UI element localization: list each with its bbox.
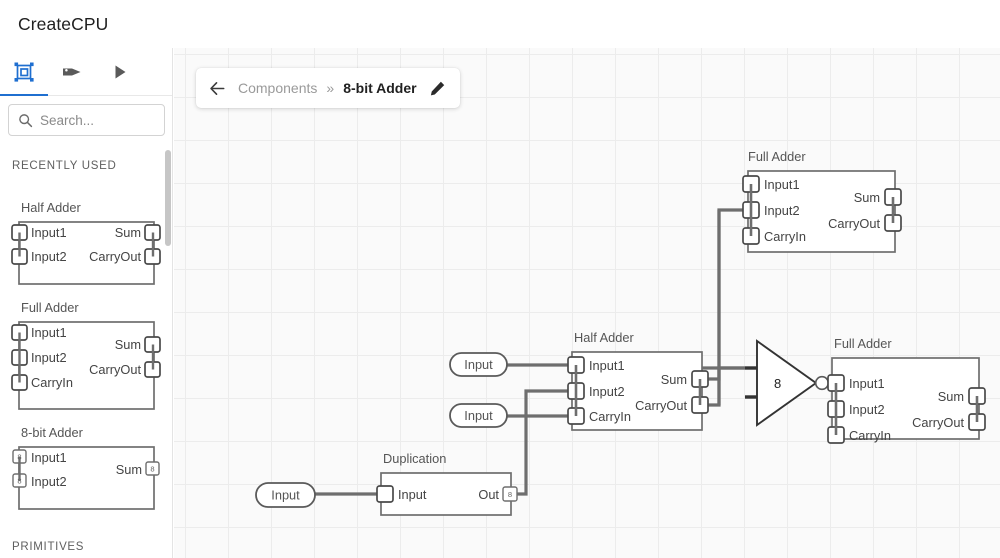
title-bar: CreateCPU [0, 0, 1000, 48]
sidebar-8bit-in2-width: 8 [17, 477, 21, 486]
duplication-label-out: Out [478, 487, 499, 502]
sidebar-half-adder-out2: CarryOut [89, 249, 141, 264]
search-icon [19, 113, 33, 127]
full-adder-right-label-input2: Input2 [849, 402, 885, 417]
arrow-left-icon [210, 81, 225, 95]
full-adder-right-label-carryout: CarryOut [912, 415, 964, 430]
full-adder-top-title: Full Adder [748, 149, 806, 164]
input-pill-2-label: Input [464, 408, 493, 423]
duplication-pin-out[interactable] [502, 486, 518, 502]
breadcrumb-parent[interactable]: Components [238, 80, 318, 96]
schematic-graph: Full Adder Input1 Input2 CarryIn Sum Car… [255, 149, 986, 516]
sidebar-full-adder-out1: Sum [115, 337, 141, 352]
tab-run[interactable] [96, 48, 144, 95]
half-adder-mid-label-carryin: CarryIn [589, 409, 631, 424]
full-adder-top-label-sum: Sum [854, 190, 880, 205]
back-button[interactable] [206, 77, 229, 100]
input-pill-1-label: Input [464, 357, 493, 372]
input-pill-2[interactable]: Input [449, 403, 508, 428]
input-pill-3[interactable]: Input [255, 482, 316, 508]
node-duplication[interactable]: Duplication 8 Input Out [376, 451, 518, 516]
breadcrumb: Components » 8-bit Adder [196, 68, 460, 108]
node-bus-merger[interactable]: 8 [745, 339, 836, 427]
node-half-adder-mid[interactable]: Half Adder Input1 Input2 CarryIn Sum Car… [567, 330, 709, 431]
full-adder-top-label-input2: Input2 [764, 203, 800, 218]
sidebar-component-list: Half Adder Input1 Input2 Sum CarryOut Fu… [11, 200, 161, 510]
tab-labels[interactable] [48, 48, 96, 95]
input-pill-3-label: Input [271, 488, 300, 503]
sidebar-half-adder-in2: Input2 [31, 249, 67, 264]
full-adder-top-label-input1: Input1 [764, 177, 800, 192]
half-adder-mid-label-carryout: CarryOut [635, 398, 687, 413]
sidebar-8bit-out1-width: 8 [150, 465, 154, 474]
sidebar-full-adder-in1: Input1 [31, 325, 67, 340]
sidebar-component-8bit-adder[interactable]: 8-bit Adder 8 8 8 Input1 Input2 Sum [12, 425, 160, 510]
search-placeholder: Search... [40, 112, 95, 128]
sidebar-half-adder-title: Half Adder [21, 200, 81, 215]
sidebar-component-half-adder[interactable]: Half Adder Input1 Input2 Sum CarryOut [11, 200, 161, 285]
sidebar-half-adder-in1: Input1 [31, 225, 67, 240]
duplication-out-width: 8 [508, 490, 512, 499]
full-adder-right-title: Full Adder [834, 336, 892, 351]
rename-button[interactable] [429, 80, 446, 97]
half-adder-mid-title: Half Adder [574, 330, 634, 345]
duplication-pin-input[interactable] [376, 485, 394, 503]
sidebar: Search... RECENTLY USED PRIMITIVES Half … [0, 48, 173, 558]
node-full-adder-top[interactable]: Full Adder Input1 Input2 CarryIn Sum Car… [742, 149, 902, 253]
sidebar-full-adder-in2: Input2 [31, 350, 67, 365]
app-title: CreateCPU [18, 13, 109, 34]
bus-merger-triangle [756, 339, 818, 427]
breadcrumb-separator: » [326, 80, 335, 96]
sidebar-8bit-adder-in2: Input2 [31, 474, 67, 489]
input-pill-1[interactable]: Input [449, 352, 508, 377]
sidebar-8bit-adder-title: 8-bit Adder [21, 425, 84, 440]
sidebar-scrollbar-thumb[interactable] [165, 150, 171, 246]
sidebar-8bit-adder-out1: Sum [116, 462, 142, 477]
sidebar-full-adder-out2: CarryOut [89, 362, 141, 377]
search-input[interactable]: Search... [8, 104, 165, 136]
breadcrumb-current: 8-bit Adder [343, 80, 417, 96]
bus-merger-width-label: 8 [774, 376, 781, 391]
full-adder-top-label-carryout: CarryOut [828, 216, 880, 231]
bus-merger-output-dot[interactable] [814, 375, 830, 391]
play-icon [115, 65, 126, 78]
half-adder-mid-label-sum: Sum [661, 372, 687, 387]
pencil-icon [430, 81, 444, 95]
sidebar-full-adder-title: Full Adder [21, 300, 79, 315]
sidebar-component-full-adder[interactable]: Full Adder Input1 Input2 CarryIn Sum Car… [11, 300, 161, 410]
half-adder-mid-label-input1: Input1 [589, 358, 625, 373]
full-adder-right-label-sum: Sum [938, 389, 964, 404]
wire-layer [314, 208, 745, 496]
duplication-title: Duplication [383, 451, 446, 466]
sidebar-8bit-adder-in1: Input1 [31, 450, 67, 465]
section-primitives: PRIMITIVES [12, 541, 85, 553]
active-tab-indicator [0, 93, 48, 96]
duplication-label-input: Input [398, 487, 427, 502]
sidebar-tabbar [0, 48, 172, 96]
full-adder-right-label-carryin: CarryIn [849, 428, 891, 443]
wire-duplication-to-halfadder-in2[interactable] [509, 389, 570, 496]
full-adder-right-label-input1: Input1 [849, 376, 885, 391]
full-adder-top-label-carryin: CarryIn [764, 229, 806, 244]
wire-halfadder-sum-to-fulladder-top-in2[interactable] [701, 208, 743, 381]
sidebar-full-adder-in3: CarryIn [31, 375, 73, 390]
components-icon [14, 62, 34, 82]
section-recently-used: RECENTLY USED [12, 160, 117, 172]
half-adder-mid-label-input2: Input2 [589, 384, 625, 399]
schematic-canvas[interactable]: Full Adder Input1 Input2 CarryIn Sum Car… [174, 48, 1000, 558]
tab-components[interactable] [0, 48, 48, 96]
tag-icon [63, 68, 81, 75]
sidebar-8bit-in1-width: 8 [17, 453, 21, 462]
sidebar-half-adder-out1: Sum [115, 225, 141, 240]
node-full-adder-right[interactable]: Full Adder Input1 Input2 CarryIn Sum Car… [827, 336, 986, 444]
